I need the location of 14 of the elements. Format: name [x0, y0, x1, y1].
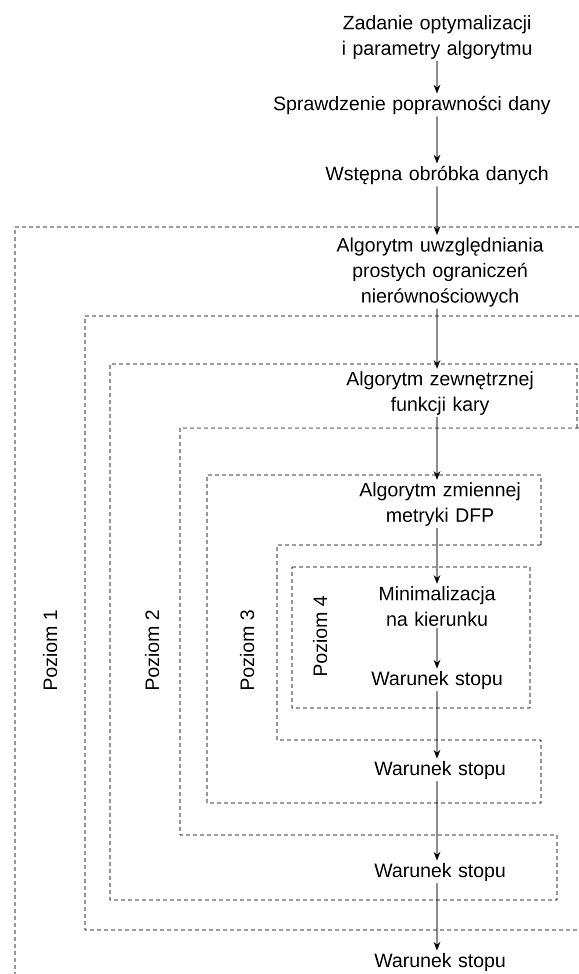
step-text: Warunek stopu	[371, 670, 502, 690]
step-text: Sprawdzenie poprawności dany	[274, 96, 550, 114]
step-text: Wstępna obróbka danych	[325, 166, 548, 184]
dashed-frame	[84, 316, 579, 930]
dashed-frame	[276, 544, 542, 740]
step-text: Zadanie optymalizacji i parametry algorytmu	[342, 15, 532, 59]
dashed-frame	[180, 428, 579, 836]
step-text: Algorytm uwzględniania prostych ograniczeń nierównościowych	[336, 237, 544, 307]
step-text: Warunek stopu	[374, 862, 504, 882]
step-text: Minimalizacja na kierunku	[380, 586, 496, 626]
step-text: Algorytm zmiennej metryki DFP	[359, 482, 520, 526]
step-text: Algorytm zewnętrznej funkcji kary	[346, 371, 532, 415]
step-text: Warunek stopu	[374, 952, 504, 972]
step-text: Warunek stopu	[374, 760, 504, 780]
